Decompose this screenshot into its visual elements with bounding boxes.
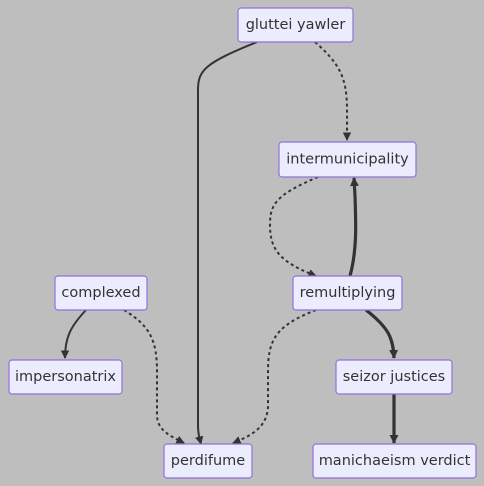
node-seizor-justices[interactable]: seizor justices: [335, 359, 453, 395]
edge-complexed-to-impersonatrix: [60, 309, 87, 359]
node-impersonatrix[interactable]: impersonatrix: [8, 359, 123, 395]
edge-remultiplying-to-intermunicipality: [348, 177, 359, 277]
node-label: gluttei yawler: [246, 17, 346, 33]
node-remultiplying[interactable]: remultiplying: [292, 275, 403, 311]
node-label: intermunicipality: [286, 152, 409, 168]
node-label: complexed: [61, 285, 140, 301]
edge-gluttei-yawler-to-perdifume: [195, 41, 258, 445]
node-perdifume[interactable]: perdifume: [163, 443, 253, 479]
edge-complexed-to-perdifume: [123, 309, 185, 444]
node-label: perdifume: [171, 453, 245, 469]
edge-intermunicipality-to-remultiplying: [268, 176, 319, 278]
node-label: remultiplying: [300, 285, 396, 301]
node-label: manichaeism verdict: [319, 453, 471, 469]
node-gluttei-yawler[interactable]: gluttei yawler: [237, 7, 354, 43]
node-complexed[interactable]: complexed: [54, 275, 148, 311]
node-label: seizor justices: [343, 369, 446, 385]
edges: [60, 41, 399, 445]
node-manichaeism-verdict[interactable]: manichaeism verdict: [312, 443, 477, 479]
edge-gluttei-yawler-to-intermunicipality: [314, 41, 352, 141]
node-label: impersonatrix: [15, 369, 116, 385]
edge-remultiplying-to-perdifume: [232, 309, 317, 445]
node-intermunicipality[interactable]: intermunicipality: [278, 141, 417, 178]
edge-remultiplying-to-seizor-justices: [365, 308, 399, 359]
